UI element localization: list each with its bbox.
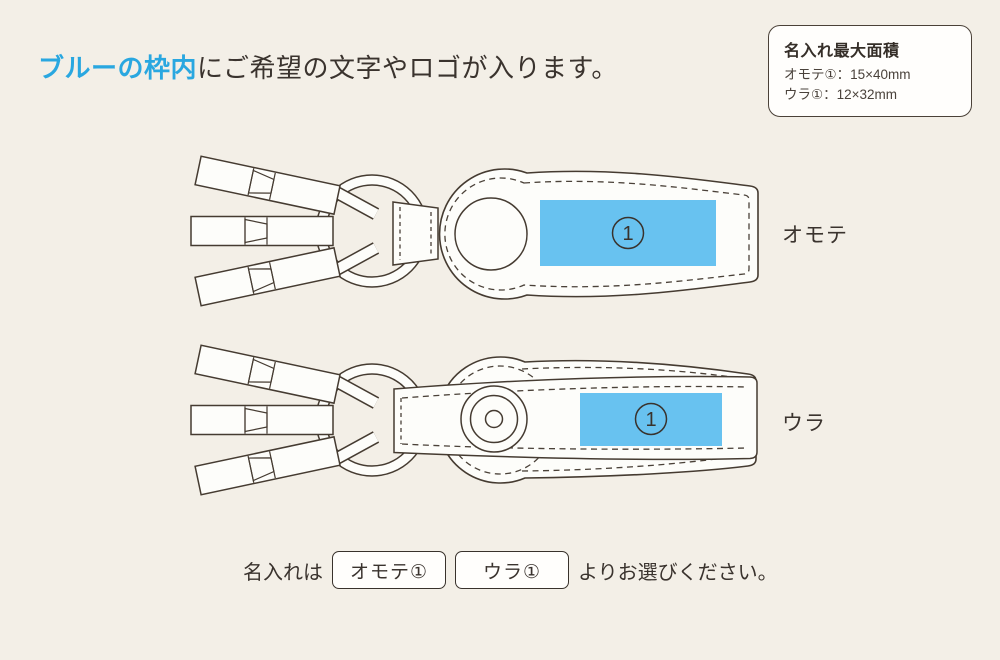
imprint-choice-row: 名入れは オモテ① ウラ① よりお選びください。 xyxy=(243,551,778,589)
footer-prefix: 名入れは xyxy=(243,561,323,584)
print-area-front xyxy=(540,200,716,266)
area-number-back: 1 xyxy=(645,409,656,431)
snap-button-back xyxy=(460,385,528,453)
fob-back: 1 xyxy=(393,356,758,484)
area-badge-back: 1 xyxy=(634,402,668,436)
info-line-front: オモテ①：15×40mm xyxy=(784,67,911,82)
imprint-size-info-box: 名入れ最大面積 オモテ①：15×40mm ウラ①：12×32mm xyxy=(768,25,972,117)
key-clip-top-back xyxy=(194,344,341,404)
key-clip-middle-back xyxy=(190,404,334,436)
key-clip-top-front xyxy=(194,155,341,215)
option-front-button[interactable]: オモテ① xyxy=(332,551,446,589)
info-box-title: 名入れ最大面積 xyxy=(784,43,900,60)
headline-highlight: ブルーの枠内 xyxy=(38,53,198,83)
key-clip-bottom-back xyxy=(194,436,341,496)
clip-link-bottom-back xyxy=(330,431,380,466)
keychain-front: 1 xyxy=(190,155,759,307)
option-back-button[interactable]: ウラ① xyxy=(455,551,569,589)
headline-text: にご希望の文字やロゴが入ります。 xyxy=(197,53,618,83)
back-side-label: ウラ xyxy=(782,412,826,435)
clip-link-bottom-front xyxy=(330,242,380,277)
print-area-back xyxy=(580,393,722,446)
info-line-back: ウラ①：12×32mm xyxy=(784,87,898,103)
clip-link-top-back xyxy=(330,374,380,409)
front-side-label: オモテ xyxy=(782,224,848,247)
clip-link-top-front xyxy=(330,185,380,220)
key-clip-bottom-front xyxy=(194,247,341,307)
area-badge-front: 1 xyxy=(611,216,645,250)
headline: ブルーの枠内にご希望の文字やロゴが入ります。 xyxy=(38,52,618,85)
snap-button-front xyxy=(454,197,528,271)
key-clip-middle-front xyxy=(190,215,334,247)
keychain-back: 1 xyxy=(190,344,758,496)
footer-suffix: よりお選びください。 xyxy=(578,561,778,584)
stitch-line-front xyxy=(444,177,750,291)
fob-front: 1 xyxy=(392,168,759,300)
area-number-front: 1 xyxy=(622,223,633,245)
strap-tab-front xyxy=(392,201,439,266)
